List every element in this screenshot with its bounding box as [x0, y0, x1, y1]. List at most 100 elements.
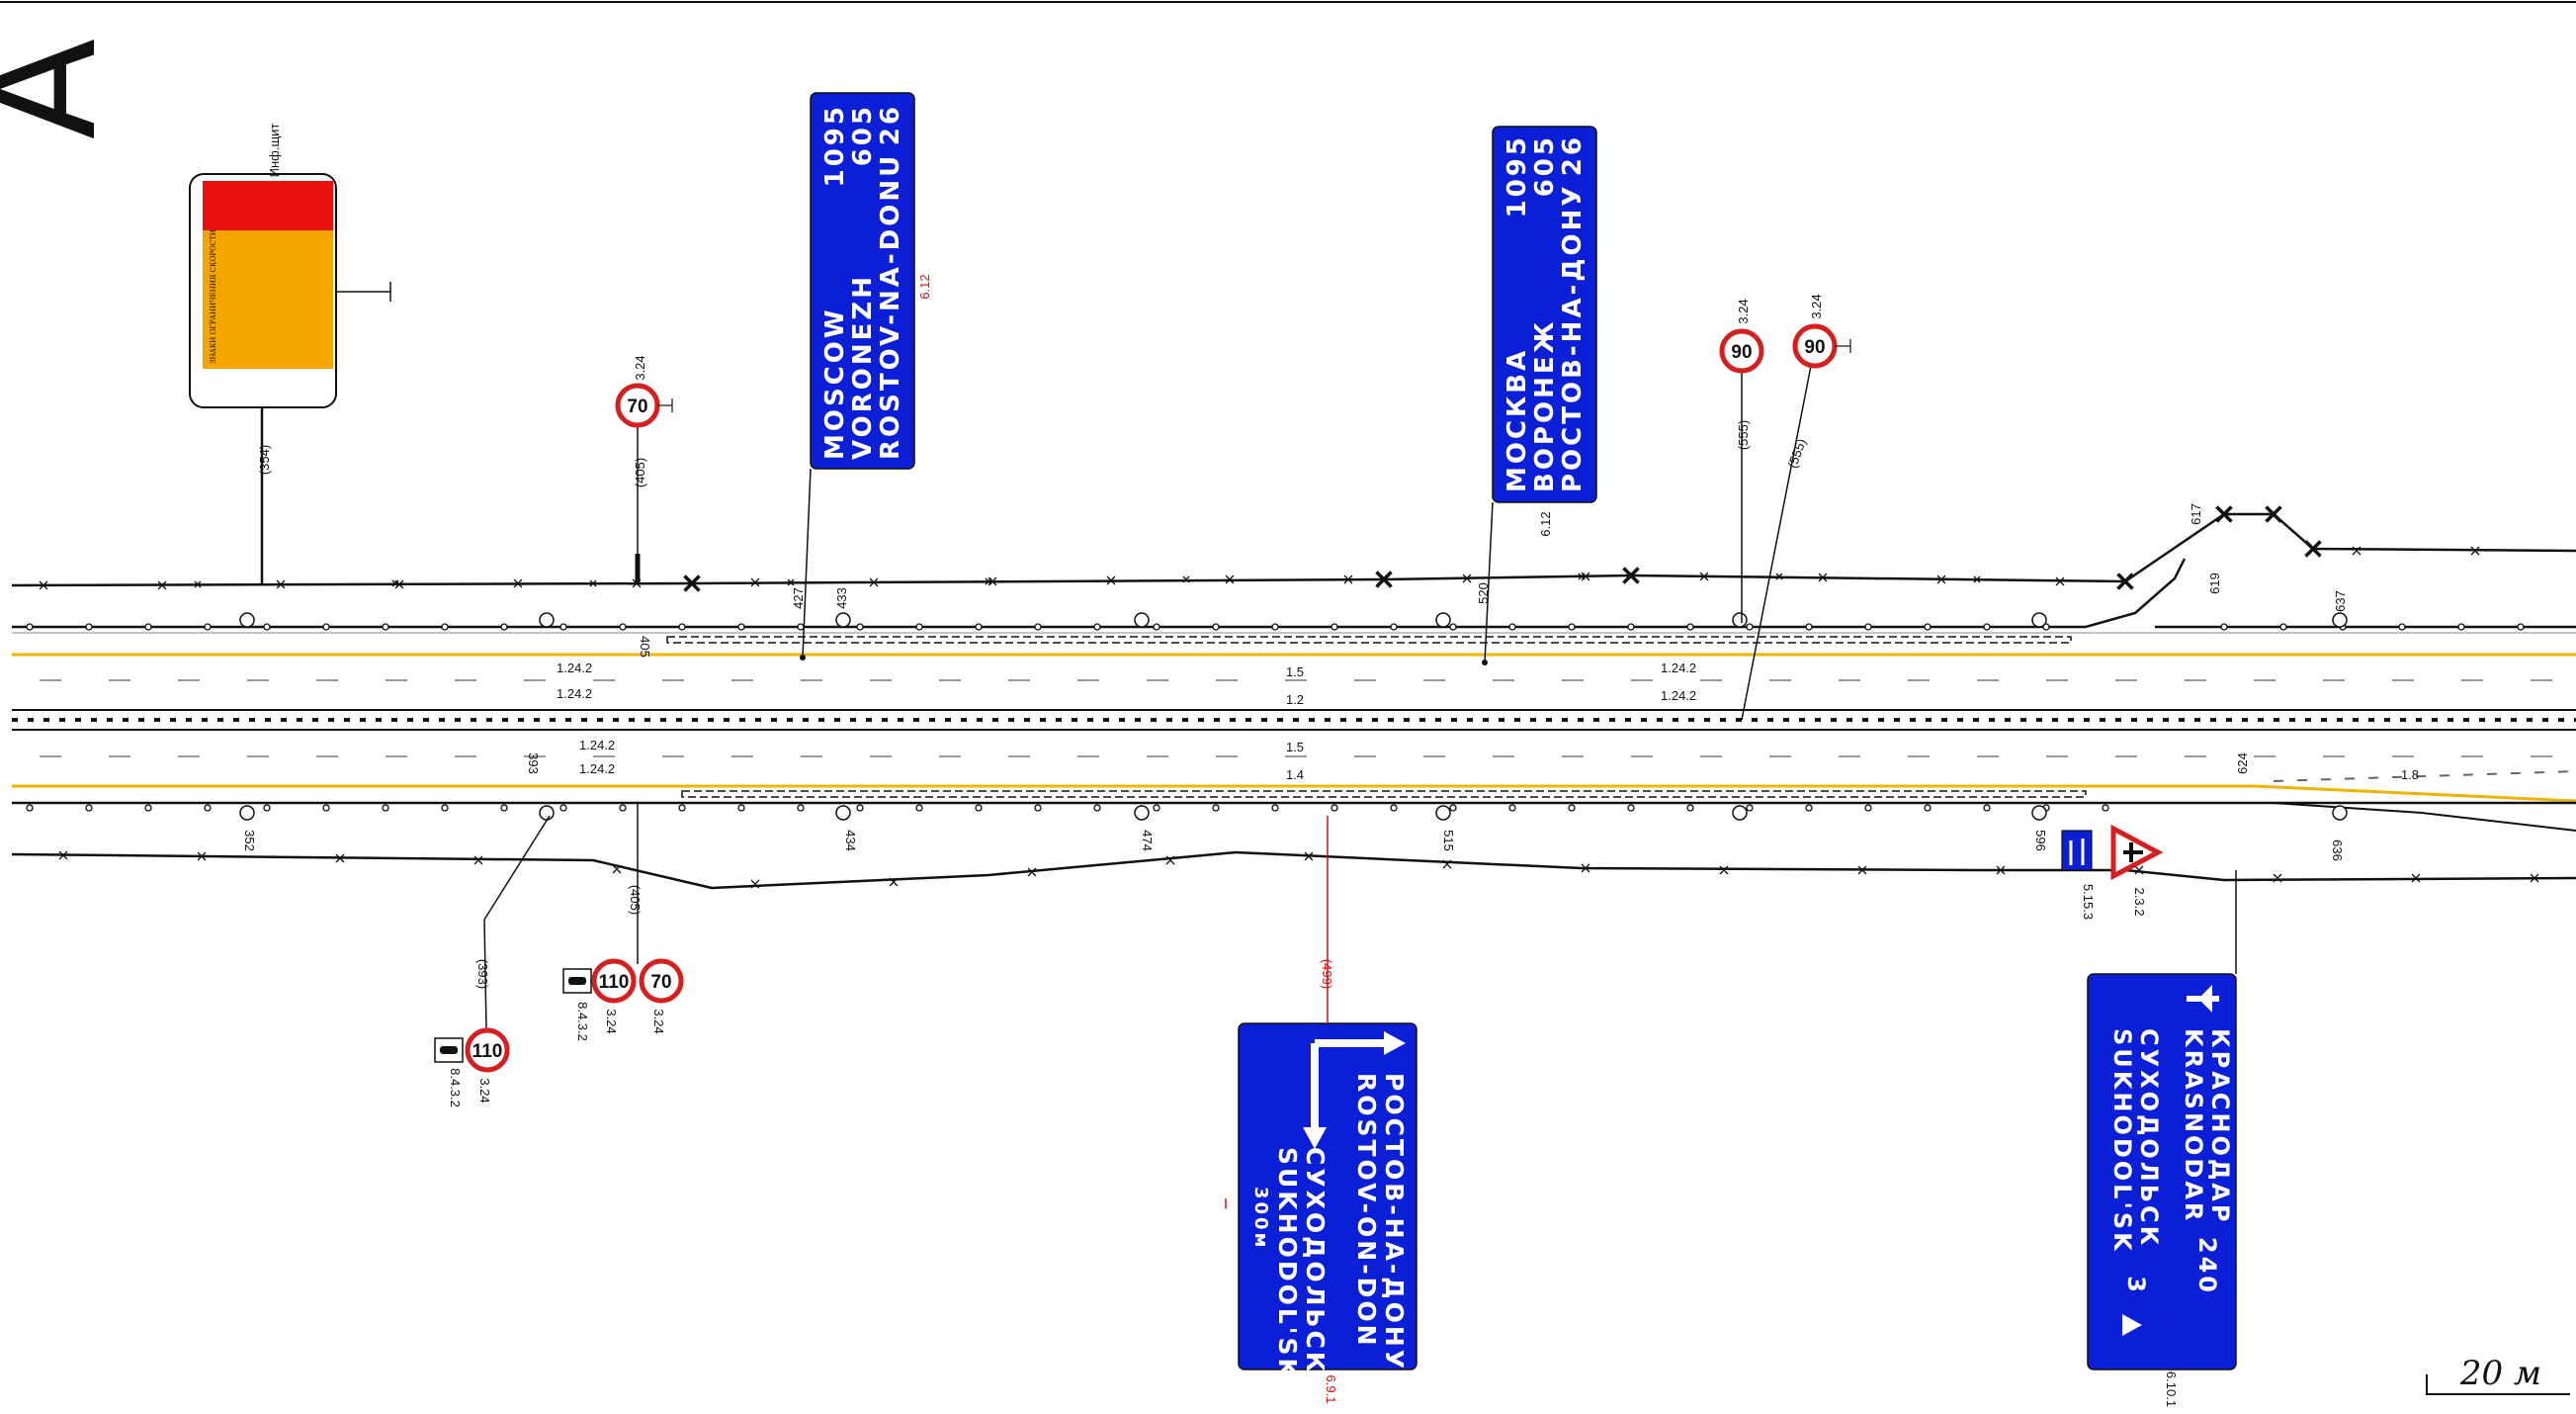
speed-signs-s90-b-code-label: 3.24 [1809, 294, 1824, 318]
sign-en-line-1: MOSCOW [820, 307, 850, 460]
sign-ru-code: 6.12 [1538, 511, 1553, 536]
speed-sign-110-b: 110 8.4.3.2 3.24 (405) [562, 803, 643, 1041]
lane-yellow-bottom [12, 784, 2576, 803]
markings-m2-label: 1.24.2 [557, 686, 592, 701]
sign-ru-dist-3: 26 [1558, 134, 1588, 176]
speed-signs-s70-bot-code-label: 3.24 [651, 1009, 666, 1033]
speed-signs-s70-bot-value-label: 70 [650, 972, 671, 993]
sign-691-distance: 300м [1250, 1187, 1271, 1250]
pickets-p624-label: 624 [2235, 752, 2250, 774]
fence-marks [39, 546, 2539, 889]
sign-691-line-4: SUKHODOL'SK [1273, 1147, 1302, 1380]
speed-sign-110-a: 110 8.4.3.2 3.24 (393) [434, 815, 551, 1107]
sign-6-12-russian: МОСКВА ВОРОНЕЖ РОСТОВ-НА-ДОНУ 1095 605 2… [1482, 126, 1597, 665]
speed-signs-s110-a-value-label: 110 [472, 1041, 503, 1062]
sign-691-line-3: СУХОДОЛЬСК [1301, 1147, 1330, 1374]
pickets-p636-label: 636 [2330, 840, 2345, 861]
sign-6-12-english: MOSCOW VORONEZH ROSTOV-NA-DONU 1095 605 … [800, 92, 932, 661]
markings-l18-label: 1.8 [2401, 767, 2419, 782]
sign-ru-line-1: МОСКВА [1503, 348, 1532, 492]
sign-en-line-3: ROSTOV-NA-DONU [876, 153, 905, 460]
pickets-p520-label: 520 [1476, 582, 1491, 604]
marking-labels: 1.24.2 1.24.2 1.24.2 1.24.2 1.24.2 1.24.… [557, 661, 2419, 782]
sign-en-code: 6.12 [917, 274, 932, 299]
markings-m1-label: 1.24.2 [557, 661, 592, 675]
speed-signs-s110-b-code-label: 3.24 [604, 1009, 619, 1033]
speed-signs-s70-top-offset-label: (405) [633, 458, 647, 487]
markings-m4-label: 1.24.2 [579, 761, 615, 776]
sign-en-dist-1: 1095 [820, 104, 850, 187]
markings-l12-label: 1.2 [1286, 692, 1304, 707]
lamp-posts [239, 612, 2348, 821]
sign-en-dist-3: 26 [876, 104, 905, 145]
pickets-p596-label: 596 [2033, 830, 2048, 851]
speed-signs-s110-b-offset-label: (405) [628, 885, 643, 915]
speed-signs-s90-a-code-label: 3.24 [1736, 299, 1751, 323]
pickets-p434-label: 434 [843, 830, 858, 851]
markings-m6-label: 1.24.2 [1661, 688, 1696, 703]
info-board-label: Инф.щит [267, 124, 282, 178]
pickets-p637-label: 637 [2333, 590, 2348, 612]
sign-6101-dist-2: 3 [2122, 1276, 2150, 1295]
markings-l14-label: 1.4 [1286, 767, 1304, 782]
speed-signs-s90-b-value-label: 90 [1804, 337, 1825, 358]
guardrail-top [666, 636, 2072, 644]
scale-bar: 20 м [2426, 1354, 2570, 1395]
info-board: Инф.щит (354) ЗНАКИ ОГРАНИЧЕНИЯ СКОРОСТИ [189, 124, 391, 583]
title-letter-label: A [0, 39, 129, 140]
other-signs-sign-2-3-2-label: 2.3.2 [2132, 888, 2147, 917]
edge-posts [26, 623, 2525, 812]
speed-signs-s70-top-value-label: 70 [627, 397, 647, 417]
exit-dash [2273, 770, 2576, 782]
speed-signs-s70-top-code-label: 3.24 [633, 355, 647, 380]
sign-6101-line-2: KRASNODAR [2180, 1028, 2207, 1223]
road-top-edge [12, 558, 2576, 634]
markings-m5-label: 1.24.2 [1661, 661, 1696, 675]
speed-sign-70-top: 70 3.24 (405) [615, 355, 673, 583]
info-board-offset: (354) [257, 445, 272, 475]
road-bottom-edge [12, 801, 2576, 832]
sign-ru-dist-1: 1095 [1503, 134, 1532, 218]
speed-signs-s110-a-offset-label: (393) [475, 959, 490, 989]
speed-signs-s90-b-offset-label: (555) [1785, 437, 1809, 471]
sign-ru-line-2: ВОРОНЕЖ [1530, 319, 1560, 492]
sign-en-line-2: VORONEZH [848, 274, 878, 460]
pickets-p433-label: 433 [834, 587, 849, 609]
speed-signs-s90-a-value-label: 90 [1731, 342, 1752, 363]
pickets-p617-label: 617 [2189, 503, 2203, 525]
pickets-p427-label: 427 [791, 587, 806, 609]
pickets-p393-label: 393 [526, 752, 541, 774]
median [12, 709, 2576, 731]
sign-6101-line-1: КРАСНОДАР [2206, 1028, 2234, 1224]
speed-sign-90-a: 90 3.24 (555) [1719, 299, 1764, 623]
speed-signs-s110-b-plate-label: 8.4.3.2 [575, 1002, 590, 1041]
sign-6101-line-3: СУХОДОЛЬСК [2135, 1028, 2163, 1248]
road-bottom-fence [11, 850, 2576, 890]
sign-6101-code: 6.10.1 [2164, 1371, 2179, 1407]
other-signs-sign-5-15-3-label: 5.15.3 [2081, 884, 2096, 920]
speed-signs-s90-a-offset-label: (555) [1736, 420, 1751, 450]
sign-ru-dist-2: 605 [1530, 134, 1560, 197]
guardrail-bottom [681, 790, 2087, 798]
markings-l15b-label: 1.5 [1286, 740, 1304, 754]
markings-m3-label: 1.24.2 [579, 738, 615, 752]
pickets-p405-label: 405 [638, 636, 652, 658]
road-top-fence [11, 505, 2576, 592]
car-plate-icon [434, 1037, 464, 1063]
pickets-p515-label: 515 [1441, 830, 1456, 851]
sign-6101-dist-1: 240 [2193, 1237, 2221, 1295]
pickets-p352-label: 352 [242, 830, 257, 851]
sheet-letter: A [0, 39, 129, 140]
scale-label: 20 м [2459, 1354, 2541, 1393]
sign-2-3-2: 2.3.2 [2110, 824, 2164, 917]
markings-l15a-label: 1.5 [1286, 664, 1304, 679]
speed-sign-70-bottom: 70 3.24 [639, 958, 684, 1034]
pickets-p474-label: 474 [1140, 830, 1155, 851]
speed-signs-s110-b-value-label: 110 [599, 972, 630, 993]
speed-signs-s110-a-code-label: 3.24 [477, 1078, 492, 1103]
sign-5-15-3: 5.15.3 [2061, 830, 2096, 920]
speed-sign-90-b: 90 3.24 (555) [1741, 294, 1851, 721]
pickets-p619-label: 619 [2207, 573, 2222, 594]
sign-691-offset: (499) [1320, 959, 1334, 989]
